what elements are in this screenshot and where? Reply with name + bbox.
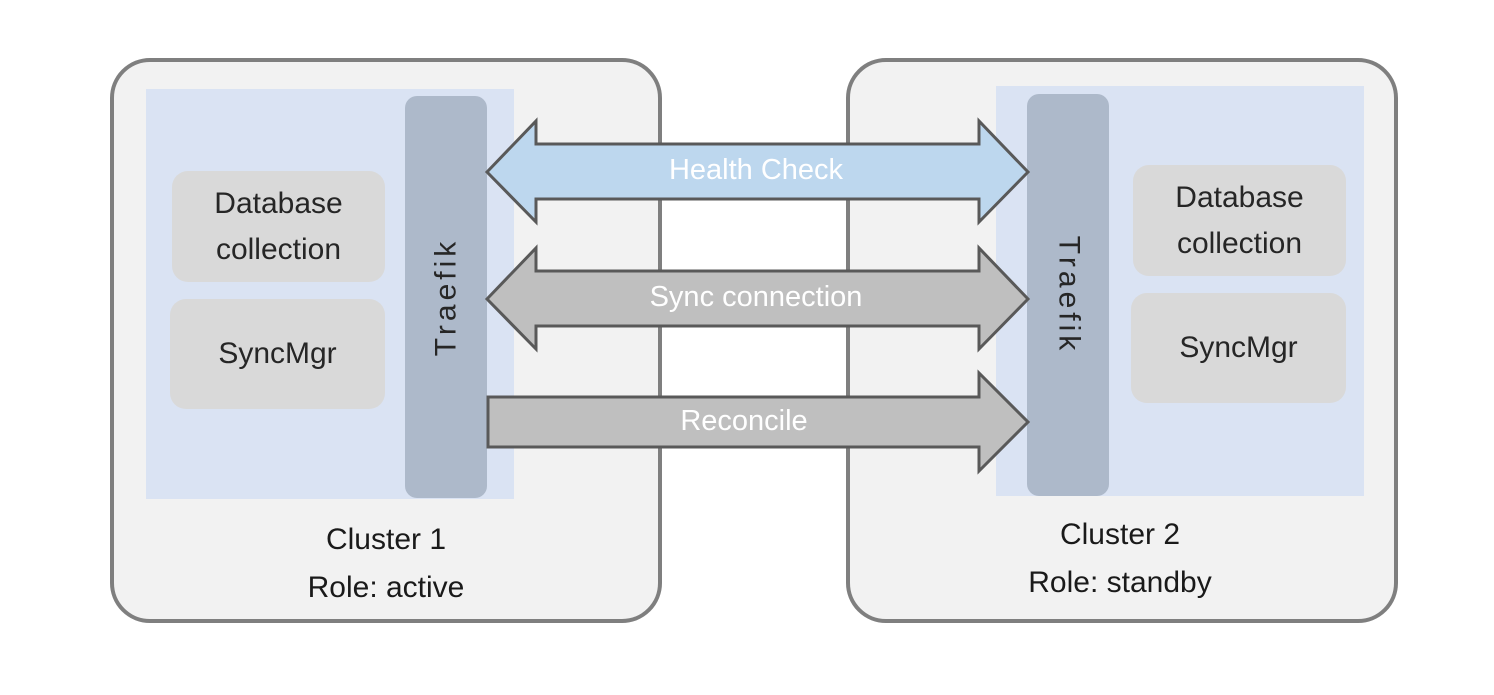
cluster-1-syncmgr-box: SyncMgr xyxy=(170,299,385,409)
cluster-1-name: Cluster 1 xyxy=(325,523,447,556)
cluster-2-syncmgr-box: SyncMgr xyxy=(1131,293,1346,403)
reconcile-label: Reconcile xyxy=(680,405,808,437)
sync-connection-arrow xyxy=(484,244,1031,353)
cluster-1-database-collection-box: Database collection xyxy=(172,171,385,282)
reconcile-arrow xyxy=(486,369,1031,475)
cluster-1-traefik-bar: Traefik xyxy=(405,96,487,498)
cluster-2-role: Role: standby xyxy=(1028,566,1212,599)
cluster-2-database-collection-box: Database collection xyxy=(1133,165,1346,276)
cluster-1-role: Role: active xyxy=(307,571,465,604)
health-check-arrow xyxy=(484,117,1031,226)
cluster-2-traefik-bar: Traefik xyxy=(1027,94,1109,496)
health-check-label: Health Check xyxy=(668,154,844,186)
sync-connection-label: Sync connection xyxy=(649,281,863,313)
cluster-2-name: Cluster 2 xyxy=(1059,518,1181,551)
